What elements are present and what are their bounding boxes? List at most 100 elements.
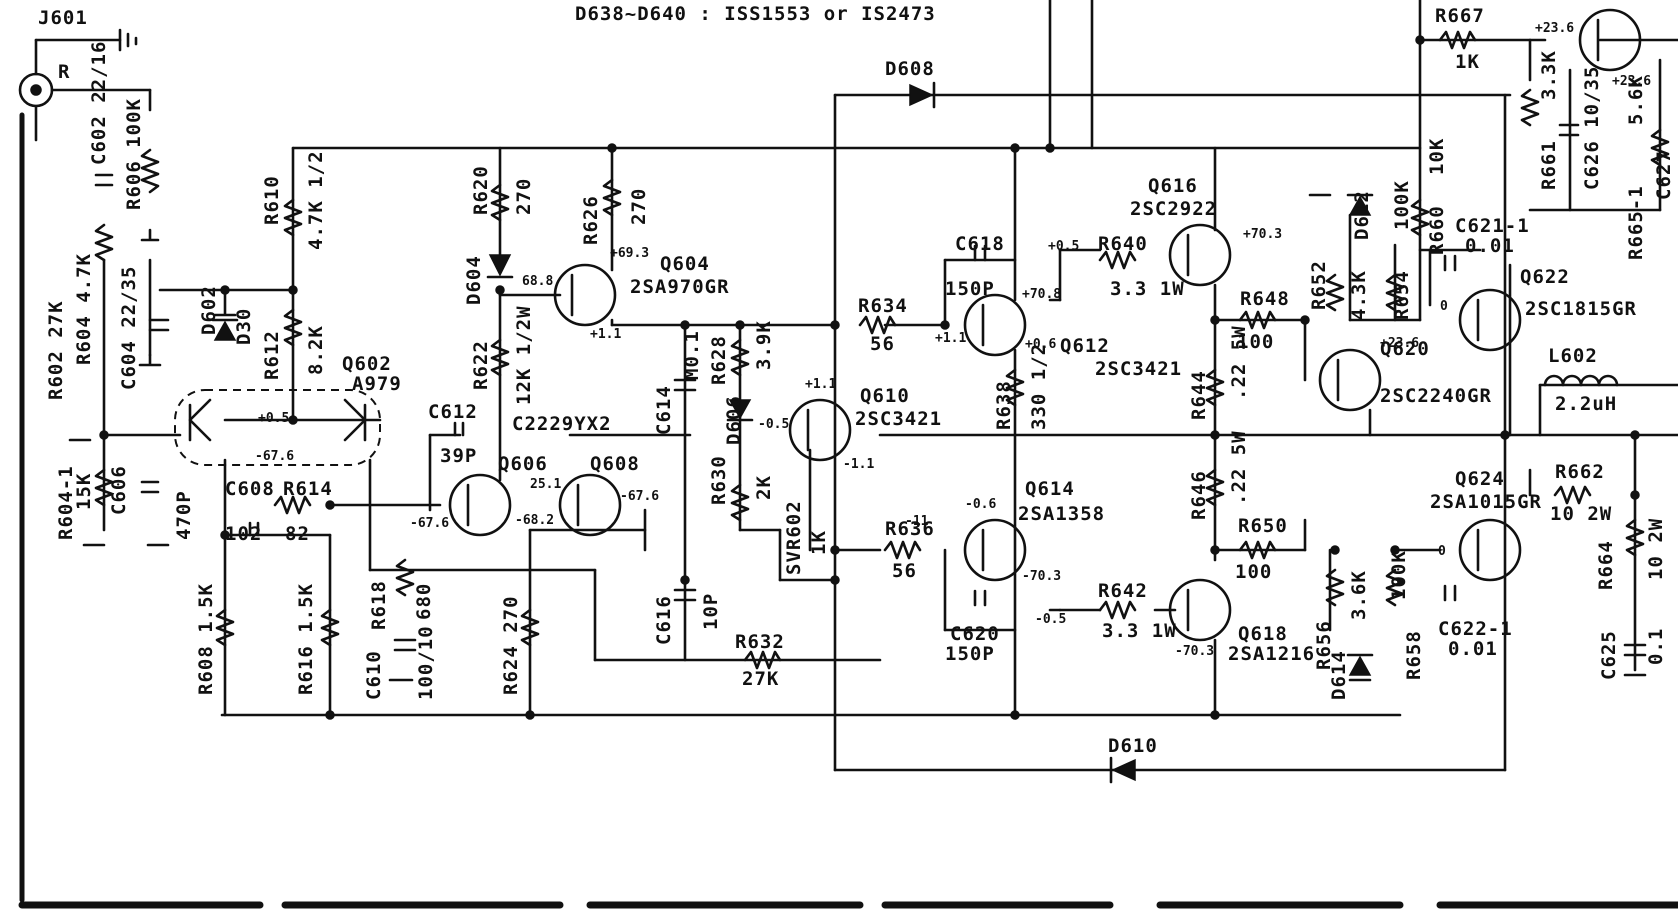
q618-type: 2SA1216: [1228, 643, 1315, 665]
q620-label: Q620: [1380, 338, 1430, 360]
r664-label: R664: [1595, 540, 1617, 590]
q610-type: 2SC3421: [855, 408, 942, 430]
r612-label: R612: [261, 330, 283, 380]
c625-label: C625: [1598, 630, 1620, 680]
r634-label: R634: [858, 295, 908, 317]
r667-value: 1K: [1455, 51, 1480, 73]
d602-label: D602: [198, 285, 220, 335]
r618-label: R618: [368, 580, 390, 630]
v-top-1: +23.6: [1535, 21, 1574, 36]
q602-label: Q602: [342, 353, 392, 375]
r620-label: R620: [470, 165, 492, 215]
q606-label: Q606: [498, 453, 548, 475]
v-q610-b: -0.5: [758, 417, 789, 432]
q622-type: 2SC1815GR: [1525, 298, 1637, 320]
r630-value: 2K: [753, 475, 775, 500]
r636-label: R636: [885, 518, 935, 540]
voltage-labels: +0.5 -67.6 25.1 -67.6 -68.2 -67.6 68.8 +…: [255, 21, 1651, 659]
l602-label: L602: [1548, 345, 1598, 367]
q602-pair-outline: [174, 389, 381, 466]
v-q614-e: -70.3: [1022, 569, 1061, 584]
r665-label: R665-1: [1625, 185, 1647, 260]
c610-label: C610: [363, 650, 385, 700]
v-q604-c: +1.1: [590, 327, 621, 342]
r632-value: 27K: [742, 668, 779, 690]
r652-label: R652: [1308, 260, 1330, 310]
v-q614-b: -11: [905, 514, 929, 529]
c621-value: 0.01: [1465, 235, 1515, 257]
c618-label: C618: [955, 233, 1005, 255]
input-pin-label: R: [58, 61, 70, 83]
c626-label: C626 10/35: [1581, 66, 1603, 190]
q604-label: Q604: [660, 253, 710, 275]
v-q604-e: +69.3: [610, 246, 649, 261]
r638-value: 330 1/2: [1028, 343, 1050, 430]
svr602-label: SVR602: [783, 500, 805, 575]
v-q620-e: +23.6: [1380, 336, 1419, 351]
c620-value: 150P: [945, 643, 995, 665]
q612-label: Q612: [1060, 335, 1110, 357]
d612-label: D612: [1351, 190, 1373, 240]
c627-label: C627: [1653, 150, 1675, 200]
d610-label: D610: [1108, 735, 1158, 757]
v-q618-c: -70.3: [1175, 644, 1214, 659]
c612-label: C612: [428, 401, 478, 423]
r660-label: R660: [1426, 205, 1448, 255]
r656-label: R656: [1313, 620, 1335, 670]
r628-label: R628: [708, 335, 730, 385]
input-jack: [18, 28, 152, 142]
r650-value: 100: [1235, 561, 1272, 583]
r626-value: 270: [628, 188, 650, 225]
r622-value: 12K 1/2W: [513, 305, 535, 405]
c621-label: C621-1: [1455, 215, 1530, 237]
r638-label: R638: [993, 380, 1015, 430]
q614-type: 2SA1358: [1018, 503, 1105, 525]
c608-value: 102: [225, 523, 262, 545]
boundary-lines: [18, 112, 1678, 909]
q612-type: 2SC3421: [1095, 358, 1182, 380]
c614-value: M0.1: [681, 330, 703, 380]
r667-label: R667: [1435, 5, 1485, 27]
r648-label: R648: [1240, 288, 1290, 310]
r661-value: 3.3K: [1538, 50, 1560, 100]
v-q602-e: -67.6: [255, 449, 294, 464]
r632-label: R632: [735, 631, 785, 653]
v-q602-b: +0.5: [258, 411, 289, 426]
r642-value: 3.3 1W: [1102, 620, 1177, 642]
r652-value: 4.3K: [1348, 270, 1370, 320]
r604-label: R604 4.7K: [73, 253, 95, 365]
r662-label: R662: [1555, 461, 1605, 483]
ground-symbols: [68, 193, 1647, 682]
r644-value: .22 5W: [1228, 325, 1250, 400]
v-q614-c: -0.6: [965, 497, 996, 512]
capacitors: [94, 123, 1647, 657]
junction-dots: [99, 35, 1640, 720]
r646-label: R646: [1188, 470, 1210, 520]
r636-value: 56: [892, 560, 917, 582]
c616-value: 10P: [700, 593, 722, 630]
v-q612-c: +70.8: [1022, 287, 1061, 302]
d604-label: D604: [463, 255, 485, 305]
r661-label: R661: [1538, 140, 1560, 190]
r620-value: 270: [513, 178, 535, 215]
r610-value: 4.7K 1/2: [305, 150, 327, 250]
c618-value: 150P: [945, 278, 995, 300]
diodes: [211, 81, 1374, 784]
v-q608-e: -68.2: [515, 513, 554, 528]
v-q610-e: -1.1: [843, 457, 874, 472]
c612-value: 39P: [440, 445, 477, 467]
q604-type: 2SA970GR: [630, 276, 730, 298]
r642-label: R642: [1098, 580, 1148, 602]
c606-value: 470P: [173, 490, 195, 540]
inductor-l602: [1543, 374, 1619, 387]
r622-label: R622: [470, 340, 492, 390]
transistors: [188, 8, 1642, 642]
v-q618-b: -0.5: [1035, 612, 1066, 627]
q624-label: Q624: [1455, 468, 1505, 490]
connector-label: J601: [38, 7, 88, 29]
r664-value: 10 2W: [1645, 518, 1667, 580]
v-q606-e: -67.6: [410, 516, 449, 531]
v-top-2: +23.6: [1612, 74, 1651, 89]
r662-value: 10 2W: [1550, 503, 1612, 525]
